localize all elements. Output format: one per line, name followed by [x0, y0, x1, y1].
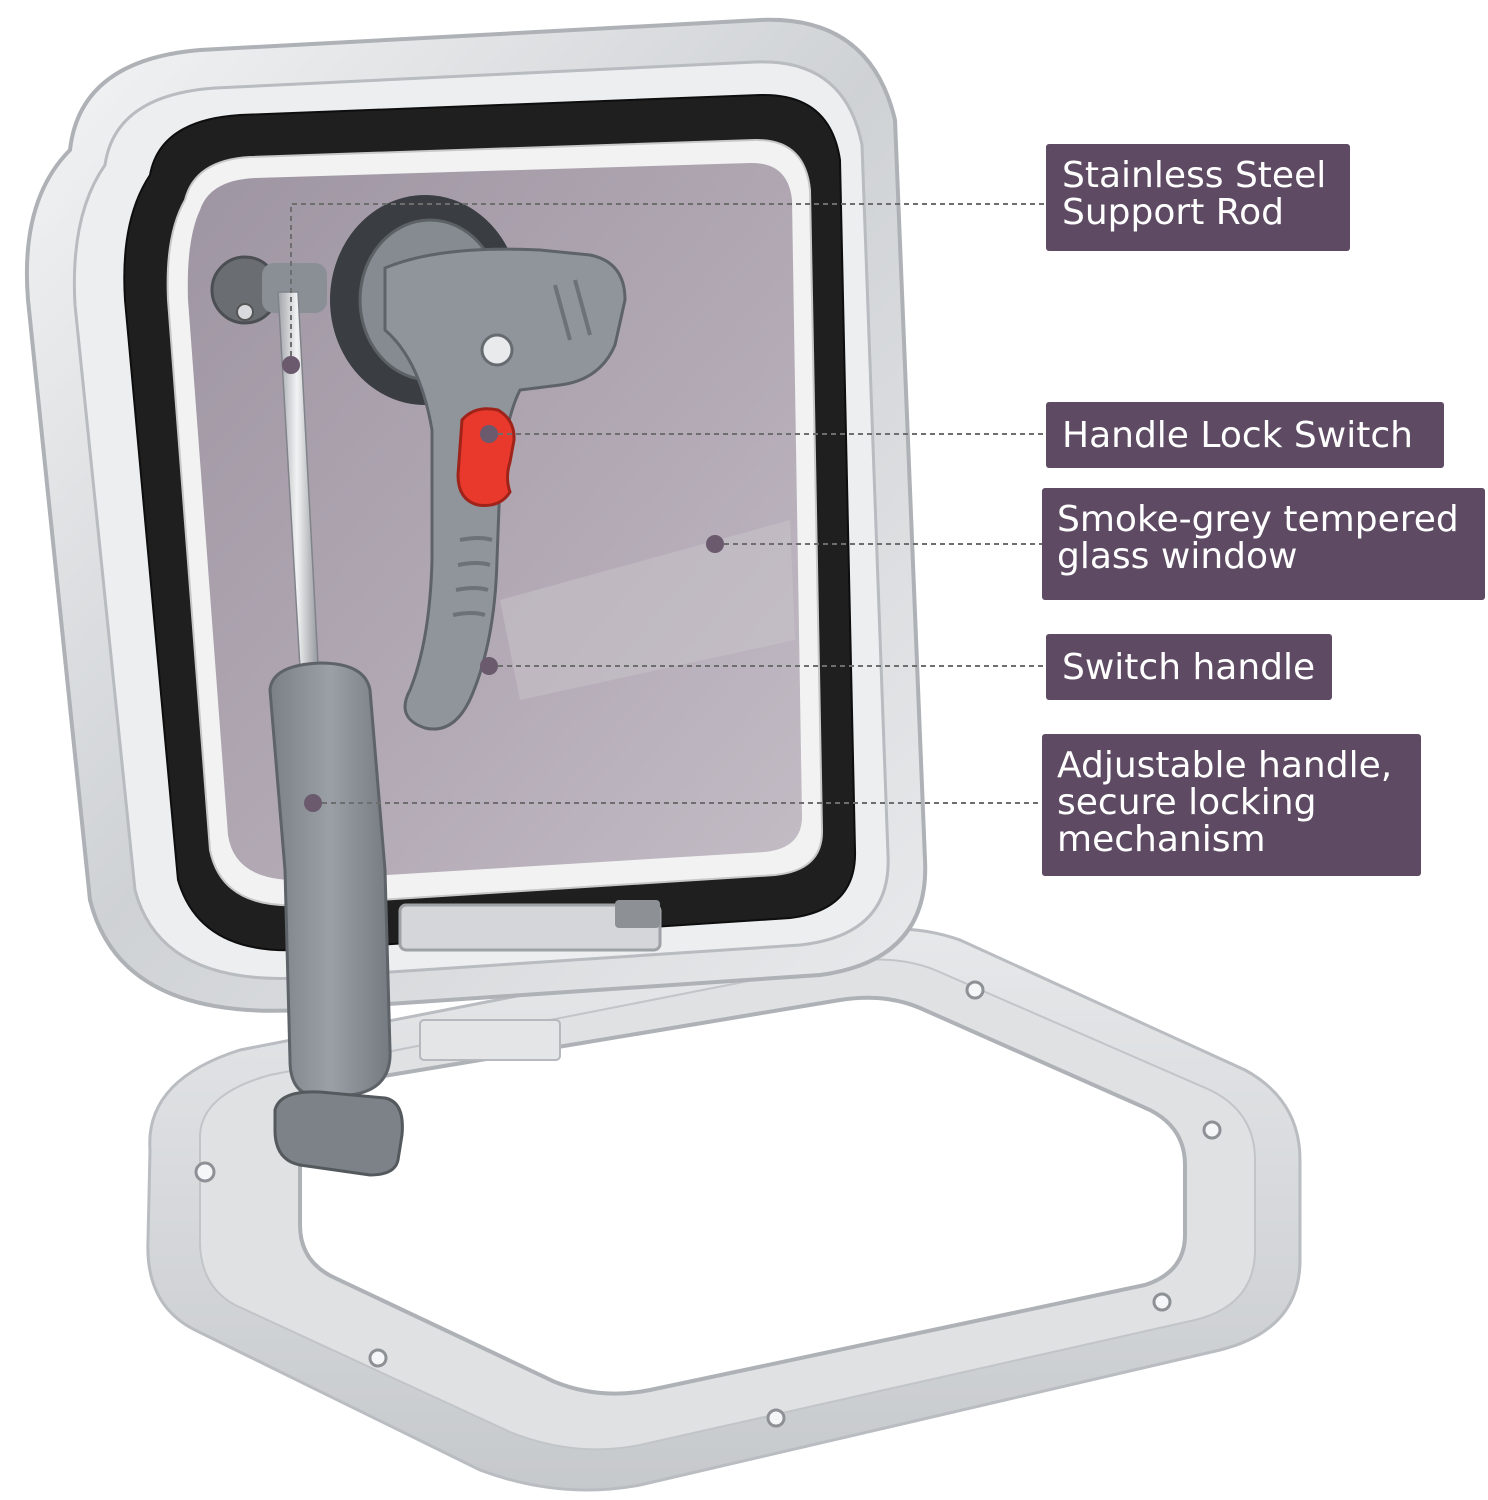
callout-text: Switch handle [1062, 647, 1316, 688]
mounting-screw-hole-icon [1152, 1292, 1172, 1312]
mounting-screw-hole-icon [965, 980, 985, 1000]
handle-lock-switch [456, 407, 516, 507]
callout-text: Handle Lock Switch [1062, 415, 1413, 456]
adjustable-handle [268, 661, 392, 1097]
marker-dot-icon [706, 535, 724, 553]
handle-screw-icon [480, 333, 514, 367]
lid [24, 17, 928, 1177]
callout-switch-handle: Switch handle [1046, 634, 1332, 700]
callout-support-rod: Stainless Steel Support Rod [1046, 144, 1350, 251]
hinge [398, 900, 662, 1061]
callout-text: secure locking [1057, 782, 1317, 823]
base-frame [146, 927, 1302, 1492]
callout-text: Adjustable handle, [1057, 745, 1393, 786]
marker-dots [282, 356, 724, 812]
marker-dot-icon [480, 425, 498, 443]
mounting-screw-holes [194, 980, 1222, 1428]
callout-glass-window: Smoke-grey tempered glass window [1042, 488, 1485, 600]
callout-adjustable-handle: Adjustable handle, secure locking mechan… [1042, 734, 1421, 876]
callout-text: Support Rod [1062, 192, 1285, 233]
handle-base-pivot [273, 1090, 404, 1177]
handle-grip-ridges [452, 279, 592, 617]
mounting-screw-hole-icon [766, 1408, 786, 1428]
mounting-screw-hole-icon [1202, 1120, 1222, 1140]
leader-lines [290, 203, 1046, 804]
marker-dot-icon [304, 794, 322, 812]
mounting-screw-hole-icon [194, 1161, 216, 1183]
marker-dot-icon [480, 657, 498, 675]
mounting-screw-hole-icon [368, 1348, 388, 1368]
callout-lock-switch: Handle Lock Switch [1046, 402, 1444, 468]
callout-text: mechanism [1057, 819, 1266, 860]
callout-text: Stainless Steel [1062, 155, 1327, 196]
marker-dot-icon [282, 356, 300, 374]
glass-reflection [500, 520, 795, 700]
callout-text: Smoke-grey tempered [1057, 499, 1459, 540]
base-frame-opening [297, 995, 1187, 1396]
callout-text: glass window [1057, 536, 1298, 577]
switch-handle [383, 247, 627, 731]
